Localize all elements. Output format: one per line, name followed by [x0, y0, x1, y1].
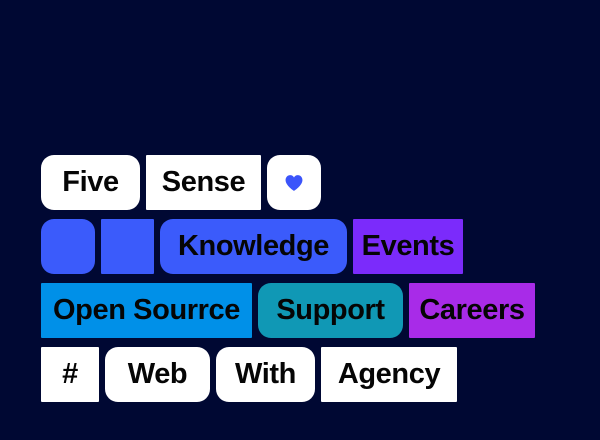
tag-label: Events	[361, 230, 455, 262]
tag-label: Agency	[337, 358, 441, 390]
tag-label: Web	[127, 358, 188, 390]
tag-label: #	[62, 358, 78, 390]
tag-label: With	[235, 358, 296, 390]
tag-with[interactable]: With	[216, 347, 315, 402]
tag-blank[interactable]	[41, 219, 95, 274]
row-4: # Web With Agency	[41, 347, 535, 402]
tag-knowledge[interactable]: Knowledge	[160, 219, 347, 274]
row-3: Open Sourrce Support Careers	[41, 283, 535, 338]
tag-web[interactable]: Web	[105, 347, 210, 402]
tag-open-sourrce[interactable]: Open Sourrce	[41, 283, 252, 338]
tag-agency[interactable]: Agency	[321, 347, 457, 402]
tag-five[interactable]: Five	[41, 155, 140, 210]
tag-label: Sense	[161, 166, 246, 198]
tag-label: Open Sourrce	[53, 294, 240, 326]
heart-icon	[285, 174, 303, 191]
tag-sense[interactable]: Sense	[146, 155, 261, 210]
tag-label: Five	[62, 166, 119, 198]
tag-blank[interactable]	[101, 219, 154, 274]
tag-label: Careers	[419, 294, 525, 326]
tag-blank[interactable]: #	[41, 347, 99, 402]
row-1: Five Sense	[41, 155, 535, 210]
tag-events[interactable]: Events	[353, 219, 463, 274]
tag-careers[interactable]: Careers	[409, 283, 535, 338]
tag-label: Knowledge	[177, 230, 330, 262]
tag-heart-icon[interactable]	[267, 155, 321, 210]
tag-label: Support	[276, 294, 385, 326]
tag-support[interactable]: Support	[258, 283, 403, 338]
row-2: Knowledge Events	[41, 219, 535, 274]
